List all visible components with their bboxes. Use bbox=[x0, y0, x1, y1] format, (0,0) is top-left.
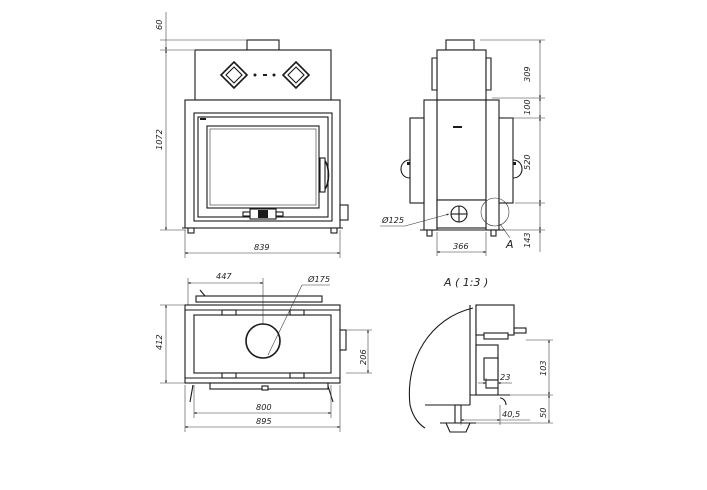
dim-839: 839 bbox=[254, 242, 270, 252]
dim-1072: 1072 bbox=[154, 129, 164, 150]
dim-100: 100 bbox=[522, 99, 532, 115]
plan-dimensions: 447 Ø175 412 206 800 895 bbox=[154, 271, 372, 432]
front-dimensions: 60 1072 839 bbox=[154, 12, 341, 258]
dim-366: 366 bbox=[453, 241, 469, 251]
detail-a-dimensions: 103 50 23 40,5 bbox=[460, 339, 553, 425]
detail-title: A ( 1:3 ) bbox=[443, 276, 488, 289]
dim-103: 103 bbox=[538, 360, 548, 376]
dim-dia-175: Ø175 bbox=[307, 274, 330, 284]
dim-dia-125: Ø125 bbox=[381, 215, 404, 225]
dim-520: 520 bbox=[522, 154, 532, 170]
dim-412: 412 bbox=[154, 334, 164, 350]
dim-50: 50 bbox=[538, 408, 548, 418]
plan-view bbox=[184, 289, 347, 403]
detail-a-view bbox=[408, 304, 527, 433]
dim-40-5: 40,5 bbox=[502, 409, 520, 419]
dim-309: 309 bbox=[522, 66, 532, 82]
left-diamond-inlet bbox=[219, 60, 249, 90]
dim-800: 800 bbox=[256, 402, 272, 412]
dim-143: 143 bbox=[522, 232, 532, 248]
dim-206: 206 bbox=[358, 349, 368, 365]
front-view bbox=[182, 39, 349, 234]
side-dimensions: 309 100 520 143 366 Ø125 A bbox=[380, 39, 545, 256]
dim-447: 447 bbox=[216, 271, 232, 281]
detail-marker-a: A bbox=[505, 238, 514, 251]
dim-23: 23 bbox=[500, 372, 510, 382]
side-view bbox=[400, 39, 523, 237]
right-diamond-inlet bbox=[281, 60, 311, 90]
dim-60: 60 bbox=[154, 20, 164, 30]
dim-895: 895 bbox=[256, 416, 272, 426]
